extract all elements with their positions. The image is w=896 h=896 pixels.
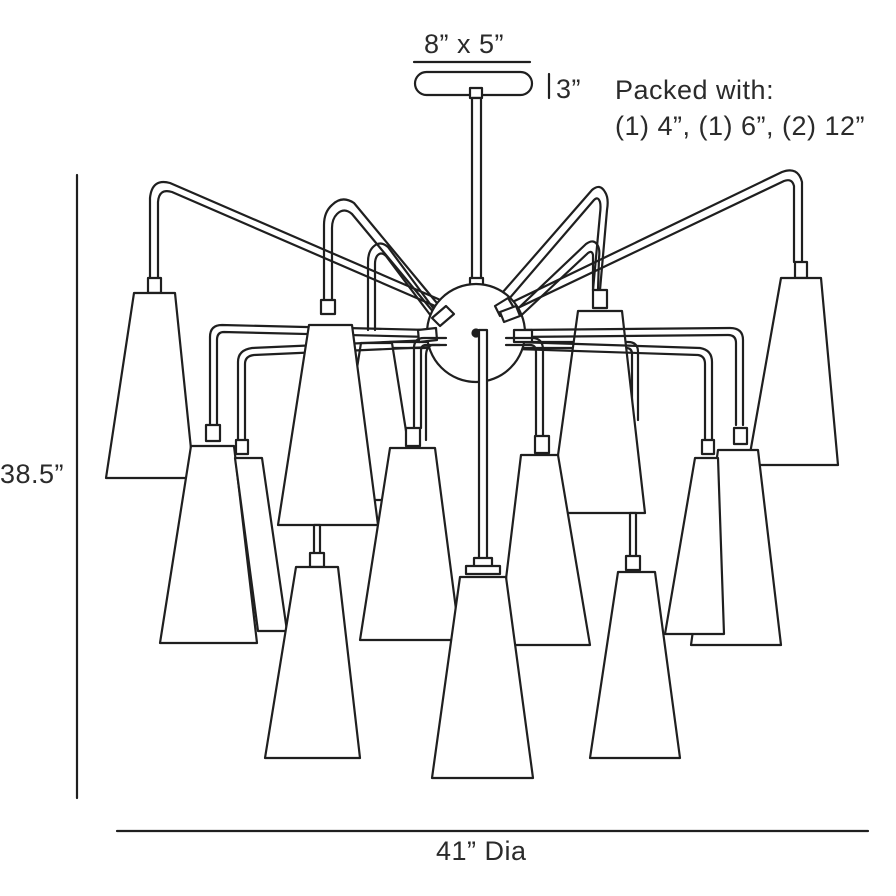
arm: [412, 336, 448, 430]
arm: [208, 323, 432, 427]
packed-with-heading: Packed with:: [615, 75, 775, 105]
arm-connector: [498, 304, 522, 324]
canopy-size-label: 8” x 5”: [424, 29, 505, 59]
socket-cap: [624, 554, 642, 572]
socket-cap: [146, 276, 163, 295]
arm: [148, 180, 454, 314]
socket-cap: [204, 423, 222, 443]
socket-cap: [732, 426, 749, 446]
socket-cap: [591, 288, 609, 310]
arm: [514, 326, 745, 427]
lamp-shade: [263, 565, 362, 760]
socket-cap: [793, 260, 809, 280]
arm: [494, 185, 609, 309]
arm: [498, 169, 804, 317]
canopy-height-label: 3”: [556, 74, 582, 104]
arm-connector: [512, 328, 534, 344]
arm: [322, 198, 448, 322]
arm: [504, 336, 545, 437]
arm: [236, 338, 434, 442]
arm: [514, 340, 714, 442]
arm: [506, 240, 601, 326]
arm: [424, 343, 442, 442]
down-rod: [470, 96, 483, 290]
lamp-shade: [158, 444, 259, 645]
arm-connector: [430, 304, 456, 328]
lamp-shade: [548, 309, 647, 515]
lamp-shade: [746, 276, 840, 467]
socket-cap: [464, 556, 502, 576]
overall-height-label: 38.5”: [0, 459, 65, 489]
lamp-shade: [104, 291, 196, 480]
drop-rod: [477, 328, 489, 564]
socket-cap: [319, 298, 337, 316]
packed-with-rods: (1) 4”, (1) 6”, (2) 12”: [615, 111, 866, 141]
arm-connector: [416, 326, 439, 344]
socket-cap: [308, 551, 326, 569]
socket-cap: [404, 426, 422, 448]
lamp-shade: [663, 456, 726, 636]
socket-cap: [700, 438, 716, 456]
drop-rod: [312, 523, 322, 557]
lamp-shade: [588, 570, 682, 760]
drop-rod: [628, 511, 638, 560]
socket-cap: [533, 434, 551, 455]
canopy-nut: [468, 86, 484, 100]
overall-width-label: 41” Dia: [436, 836, 527, 866]
lamp-shade: [430, 575, 535, 780]
arm: [366, 242, 447, 332]
socket-cap: [234, 438, 250, 456]
